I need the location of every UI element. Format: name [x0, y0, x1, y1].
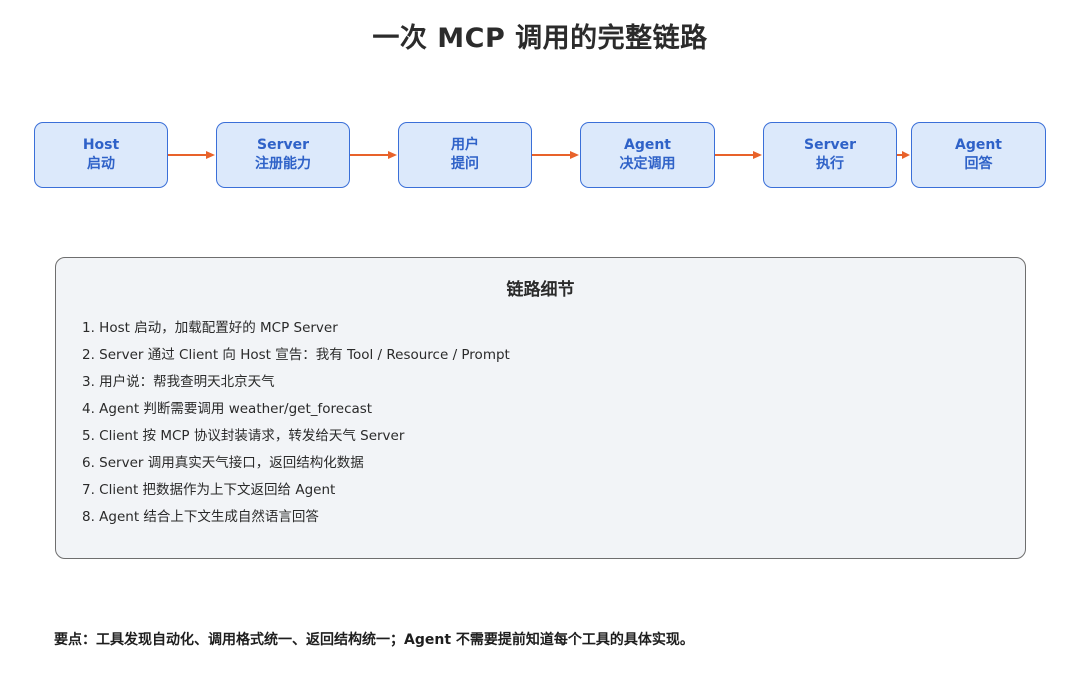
flow-step-server-execute: Server 执行 — [763, 122, 897, 188]
flow-step-label: 提问 — [451, 156, 479, 172]
flow-step-label: 执行 — [816, 156, 844, 172]
details-item: 2. Server 通过 Client 向 Host 宣告：我有 Tool / … — [82, 347, 510, 363]
flow-step-server-register: Server 注册能力 — [216, 122, 350, 188]
flow-step-label: 注册能力 — [255, 156, 311, 172]
flow-arrow — [532, 151, 579, 159]
page-title: 一次 MCP 调用的完整链路 — [372, 23, 708, 54]
flow-step-agent-answer: Agent 回答 — [911, 122, 1046, 188]
flow-step-label: 启动 — [87, 156, 115, 172]
details-item: 3. 用户说：帮我查明天北京天气 — [82, 374, 275, 390]
flow-step-label: Agent — [954, 137, 1002, 153]
flow-arrow — [897, 151, 910, 159]
details-title: 链路细节 — [506, 280, 575, 300]
details-item: 7. Client 把数据作为上下文返回给 Agent — [82, 482, 336, 498]
flow-step-label: Server — [256, 137, 309, 153]
key-point-note: 要点：工具发现自动化、调用格式统一、返回结构统一；Agent 不需要提前知道每个… — [54, 632, 694, 648]
flow-arrow — [350, 151, 397, 159]
flow-step-label: Agent — [623, 137, 671, 153]
details-item: 8. Agent 结合上下文生成自然语言回答 — [82, 509, 319, 525]
flow-step-agent-decide: Agent 决定调用 — [580, 122, 715, 188]
details-item: 1. Host 启动，加载配置好的 MCP Server — [82, 320, 338, 336]
flow-step-label: Server — [803, 137, 856, 153]
flow-arrow — [715, 151, 762, 159]
details-panel: 链路细节 1. Host 启动，加载配置好的 MCP Server 2. Ser… — [55, 257, 1026, 559]
details-item: 5. Client 按 MCP 协议封装请求，转发给天气 Server — [82, 428, 405, 444]
details-item: 6. Server 调用真实天气接口，返回结构化数据 — [82, 455, 364, 471]
flow-step-label: 用户 — [451, 137, 479, 153]
flow-step-host-start: Host 启动 — [34, 122, 168, 188]
flow-step-label: Host — [82, 137, 120, 153]
flow-step-user-ask: 用户 提问 — [398, 122, 532, 188]
flow-step-label: 决定调用 — [619, 156, 676, 172]
details-list: 1. Host 启动，加载配置好的 MCP Server 2. Server 通… — [82, 318, 510, 534]
flow-step-label: 回答 — [964, 156, 993, 172]
details-item: 4. Agent 判断需要调用 weather/get_forecast — [82, 401, 373, 417]
flow-arrow — [168, 151, 215, 159]
